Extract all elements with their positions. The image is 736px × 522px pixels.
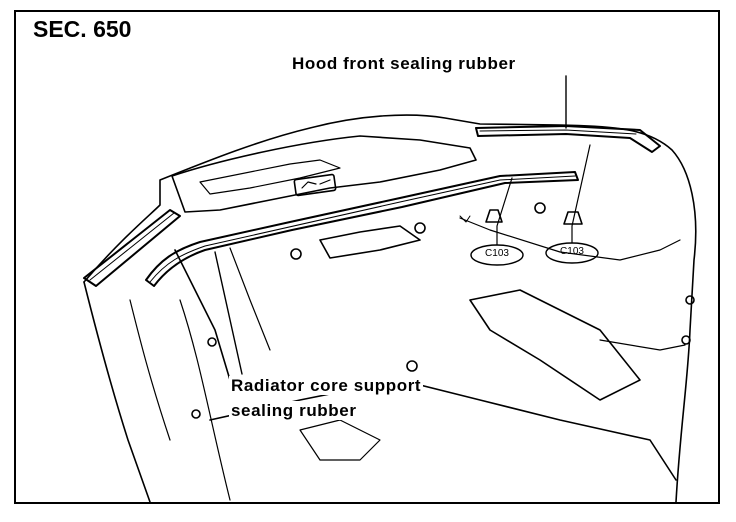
clip-leader-2 bbox=[571, 144, 591, 244]
hood-left-edge bbox=[83, 281, 151, 503]
left-edge-rubber bbox=[83, 209, 181, 287]
radiator-core-support-label-line1: Radiator core support bbox=[229, 376, 424, 395]
radiator-leader bbox=[214, 251, 243, 375]
radiator-core-support-label-line2: sealing rubber bbox=[229, 401, 359, 420]
hood-outline bbox=[83, 114, 697, 503]
clip-label-2: C103 bbox=[560, 246, 584, 257]
hood-front-rubber-strip bbox=[475, 125, 661, 153]
hood-front-sealing-rubber-label: Hood front sealing rubber bbox=[290, 54, 518, 73]
clip-leader-1 bbox=[496, 177, 513, 246]
section-number: SEC. 650 bbox=[33, 16, 132, 42]
radiator-rubber-strip bbox=[145, 171, 579, 287]
clip-label-1: C103 bbox=[485, 248, 509, 259]
